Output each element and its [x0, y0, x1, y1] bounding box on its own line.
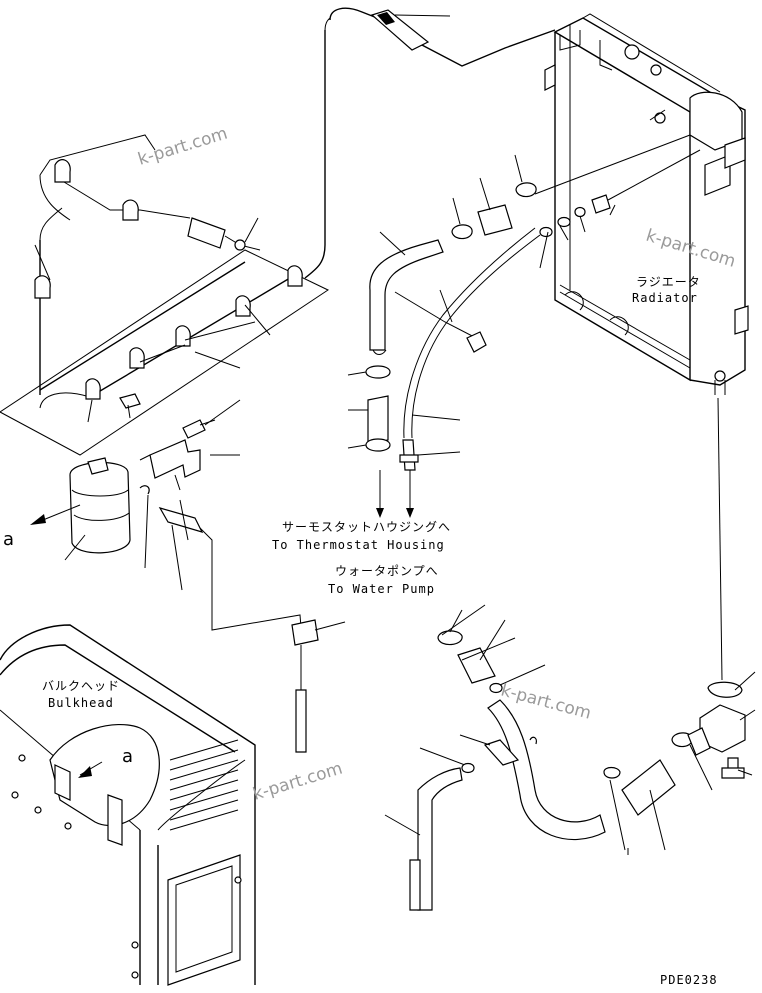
radiator-jp-label: ラジエータ — [636, 275, 701, 289]
callout-labels: サーモスタットハウジングへ To Thermostat Housing ウォータ… — [272, 520, 718, 987]
watermark: k-part.com — [644, 226, 738, 272]
bulkhead: バルクヘッド Bulkhead a — [0, 624, 256, 986]
water-pump-en-label: To Water Pump — [328, 582, 435, 596]
leader-lines — [34, 217, 629, 855]
overflow-line — [717, 397, 723, 681]
view-ref-left: a — [3, 529, 14, 550]
radiator-en-label: Radiator — [632, 291, 698, 305]
top-tube — [304, 7, 556, 279]
reserve-tank — [69, 419, 319, 753]
watermarks: k-part.com k-part.com k-part.com k-part.… — [136, 124, 738, 805]
left-bracket-panel — [0, 134, 330, 456]
view-arrow-left: a — [3, 504, 81, 550]
drawing-code: PDE0238 — [660, 973, 718, 987]
watermark: k-part.com — [136, 124, 230, 170]
thermostat-jp-label: サーモスタットハウジングへ — [282, 520, 451, 534]
water-pump-jp-label: ウォータポンプへ — [335, 564, 439, 578]
water-pump-hose-group — [384, 604, 756, 911]
view-ref-bulkhead: a — [122, 746, 133, 767]
bulkhead-jp-label: バルクヘッド — [42, 679, 120, 693]
bulkhead-en-label: Bulkhead — [48, 696, 114, 710]
thermostat-hose-group — [347, 134, 701, 518]
thermostat-en-label: To Thermostat Housing — [272, 538, 445, 552]
radiator: ラジエータ Radiator — [544, 13, 749, 395]
watermark: k-part.com — [251, 759, 345, 805]
